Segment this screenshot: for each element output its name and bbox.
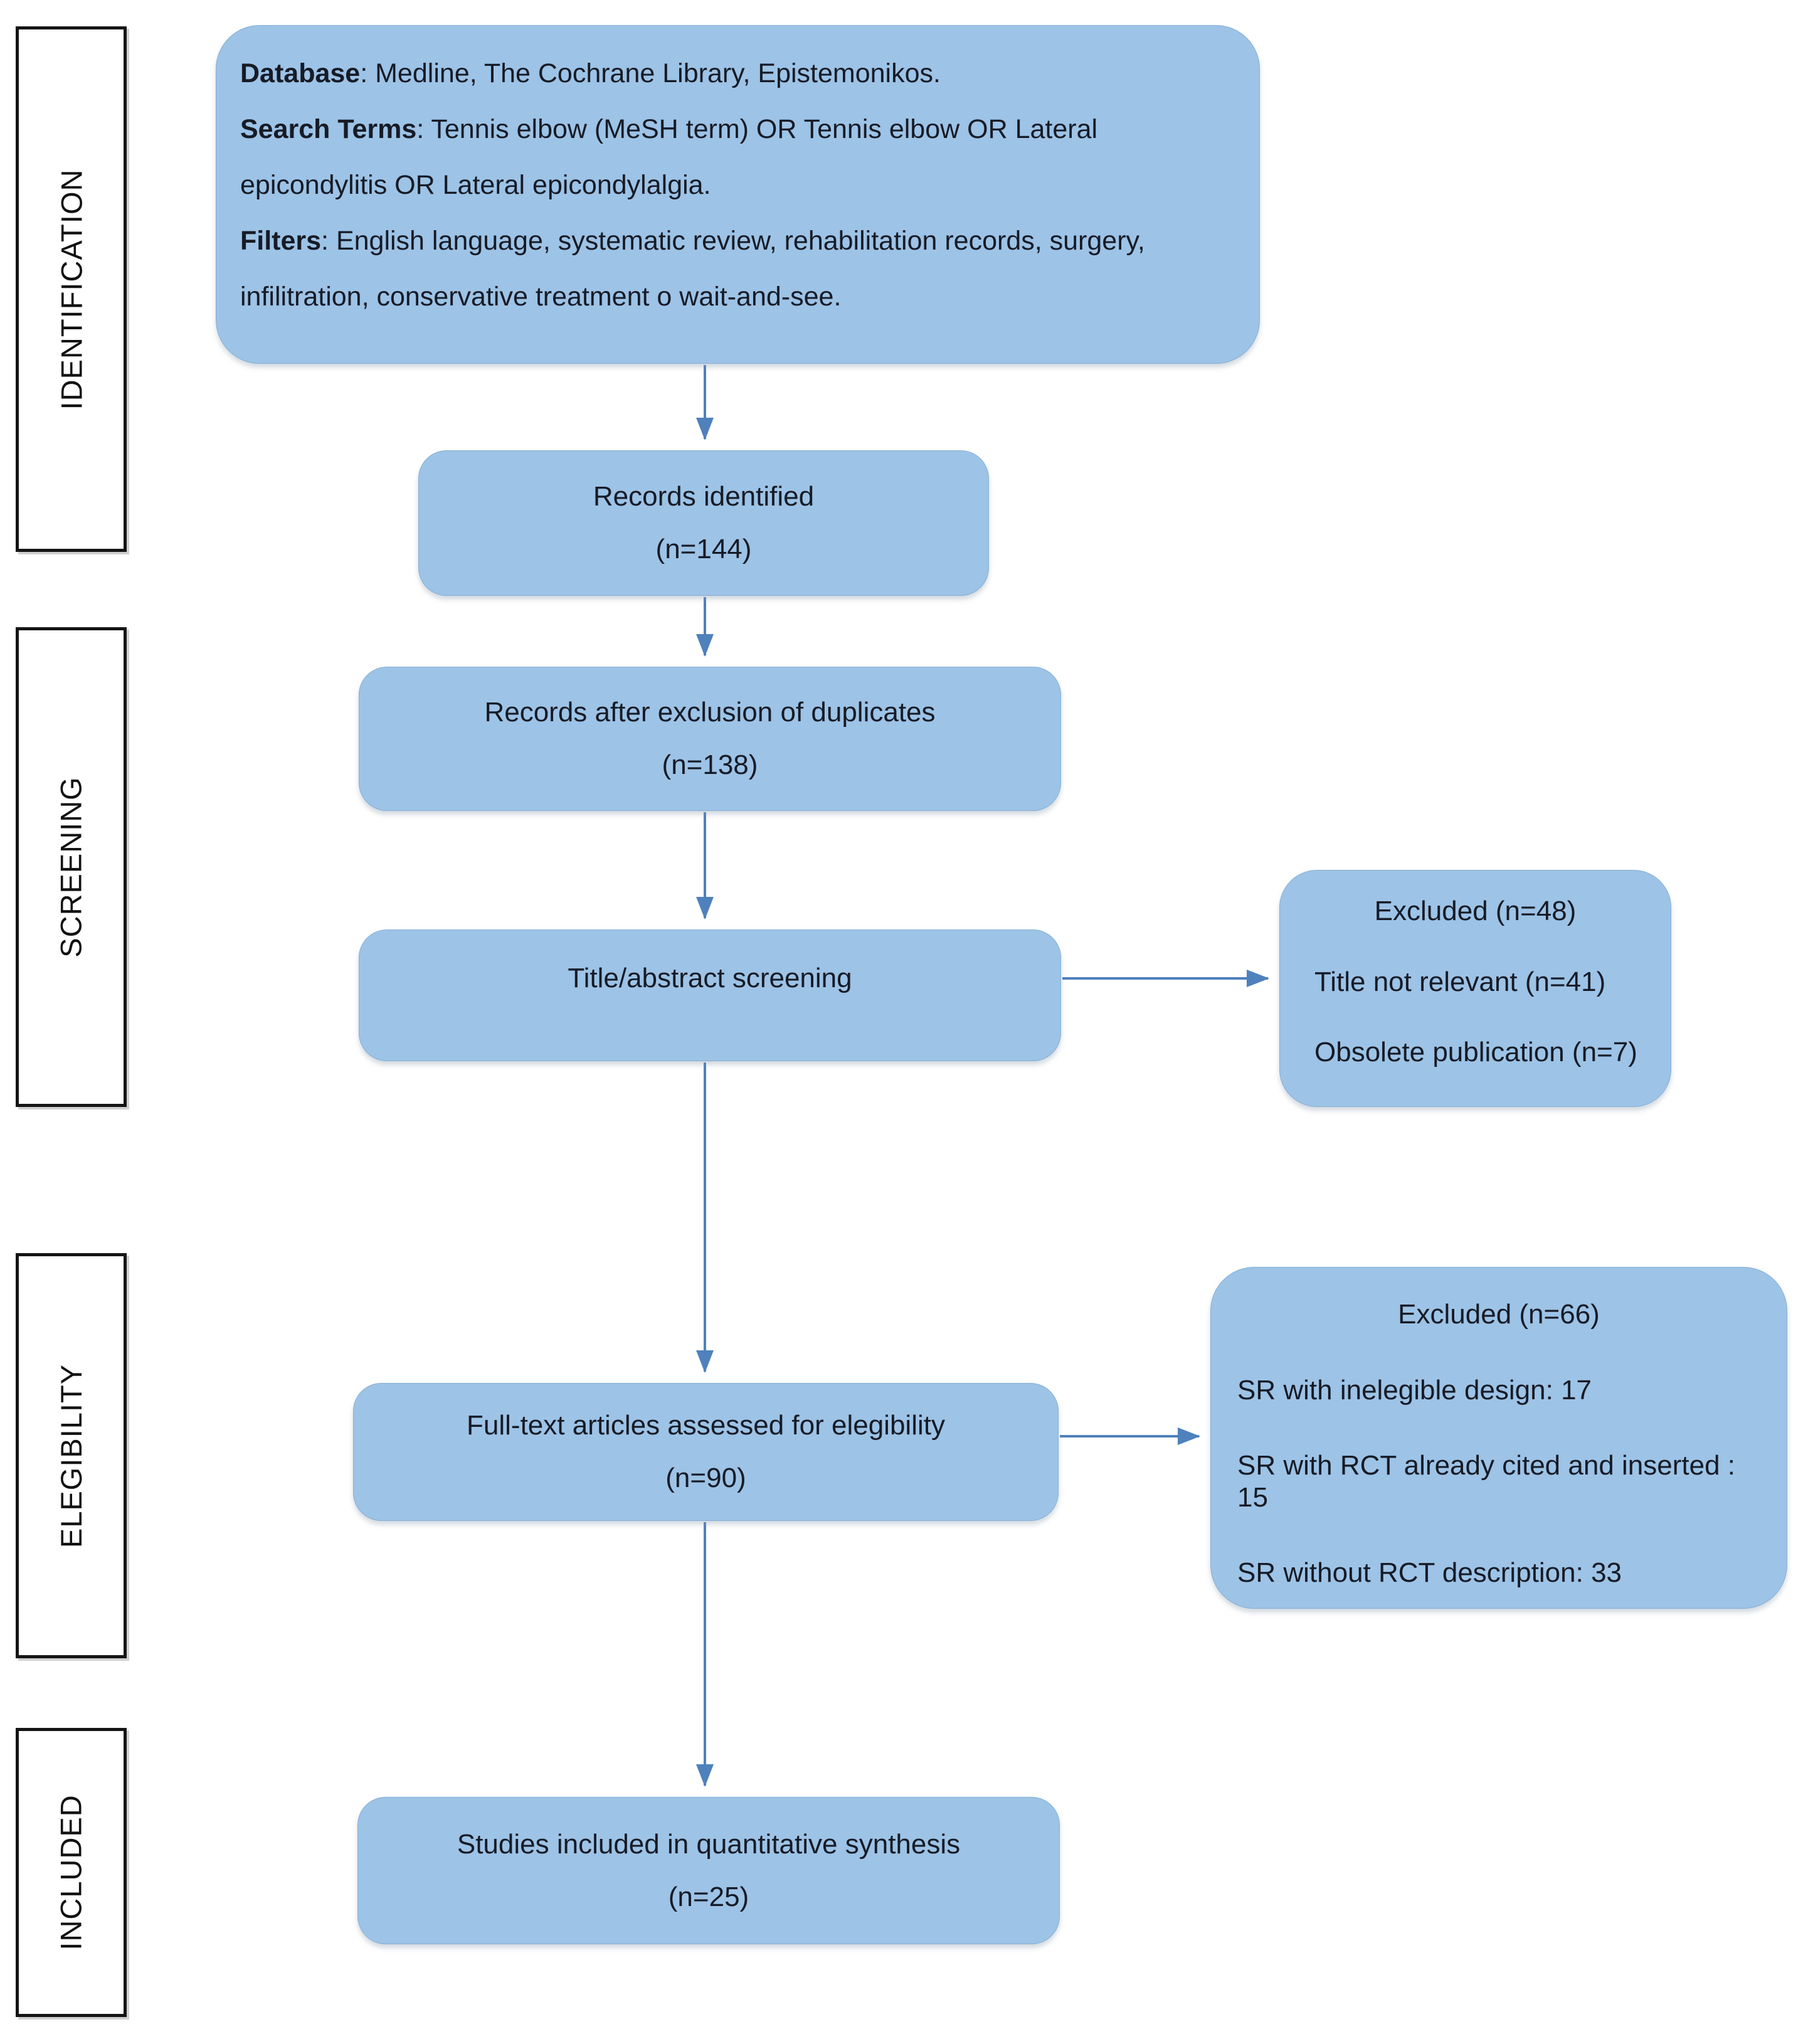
stage-included: INCLUDED <box>16 1728 127 2017</box>
title-abstract-screening-box: Title/abstract screening <box>359 929 1061 1061</box>
records-deduplicated-count: (n=138) <box>662 749 758 780</box>
stage-identification: IDENTIFICATION <box>16 26 127 552</box>
records-deduplicated-box: Records after exclusion of duplicates (n… <box>359 667 1061 811</box>
filters-text: : English language, systematic review, r… <box>240 226 1145 312</box>
excluded-fulltext-item: SR with RCT already cited and inserted :… <box>1237 1450 1735 1513</box>
records-identified-title: Records identified <box>593 481 815 512</box>
excluded-fulltext-title: Excluded (n=66) <box>1398 1299 1600 1330</box>
terms-text: : Tennis elbow (MeSH term) OR Tennis elb… <box>240 114 1098 200</box>
stage-included-label: INCLUDED <box>55 1794 88 1951</box>
stage-screening-label: SCREENING <box>55 776 88 958</box>
records-identified-box: Records identified (n=144) <box>418 450 989 596</box>
excluded-screening-item: Obsolete publication (n=7) <box>1314 1037 1637 1068</box>
stage-screening: SCREENING <box>16 627 127 1107</box>
included-quantitative-box: Studies included in quantitative synthes… <box>357 1797 1060 1944</box>
excluded-fulltext-item: SR without RCT description: 33 <box>1237 1557 1622 1589</box>
excluded-screening-box: Excluded (n=48) Title not relevant (n=41… <box>1279 870 1671 1107</box>
records-deduplicated-title: Records after exclusion of duplicates <box>484 697 936 728</box>
title-abstract-screening-title: Title/abstract screening <box>568 963 852 993</box>
search-strategy-filters-line: Filters: English language, systematic re… <box>240 213 1235 325</box>
excluded-fulltext-item: SR with inelegible design: 17 <box>1237 1374 1592 1406</box>
excluded-fulltext-box: Excluded (n=66) SR with inelegible desig… <box>1210 1267 1787 1609</box>
excluded-screening-item: Title not relevant (n=41) <box>1314 966 1606 997</box>
database-text: : Medline, The Cochrane Library, Epistem… <box>360 58 941 88</box>
filters-label: Filters <box>240 226 322 256</box>
excluded-screening-title: Excluded (n=48) <box>1374 896 1577 926</box>
full-text-assessed-count: (n=90) <box>665 1463 746 1493</box>
search-strategy-database-line: Database: Medline, The Cochrane Library,… <box>240 46 1235 102</box>
included-quantitative-count: (n=25) <box>668 1881 749 1912</box>
full-text-assessed-title: Full-text articles assessed for elegibil… <box>467 1410 945 1441</box>
records-identified-count: (n=144) <box>655 534 752 564</box>
stage-elegibility-label: ELEGIBILITY <box>55 1364 88 1548</box>
included-quantitative-title: Studies included in quantitative synthes… <box>457 1828 961 1860</box>
stage-elegibility: ELEGIBILITY <box>16 1253 127 1658</box>
database-label: Database <box>240 58 361 88</box>
search-strategy-terms-line: Search Terms: Tennis elbow (MeSH term) O… <box>240 102 1235 213</box>
full-text-assessed-box: Full-text articles assessed for elegibil… <box>353 1383 1059 1521</box>
search-strategy-box: Database: Medline, The Cochrane Library,… <box>216 25 1260 364</box>
terms-label: Search Terms <box>240 114 417 144</box>
stage-identification-label: IDENTIFICATION <box>55 169 88 410</box>
